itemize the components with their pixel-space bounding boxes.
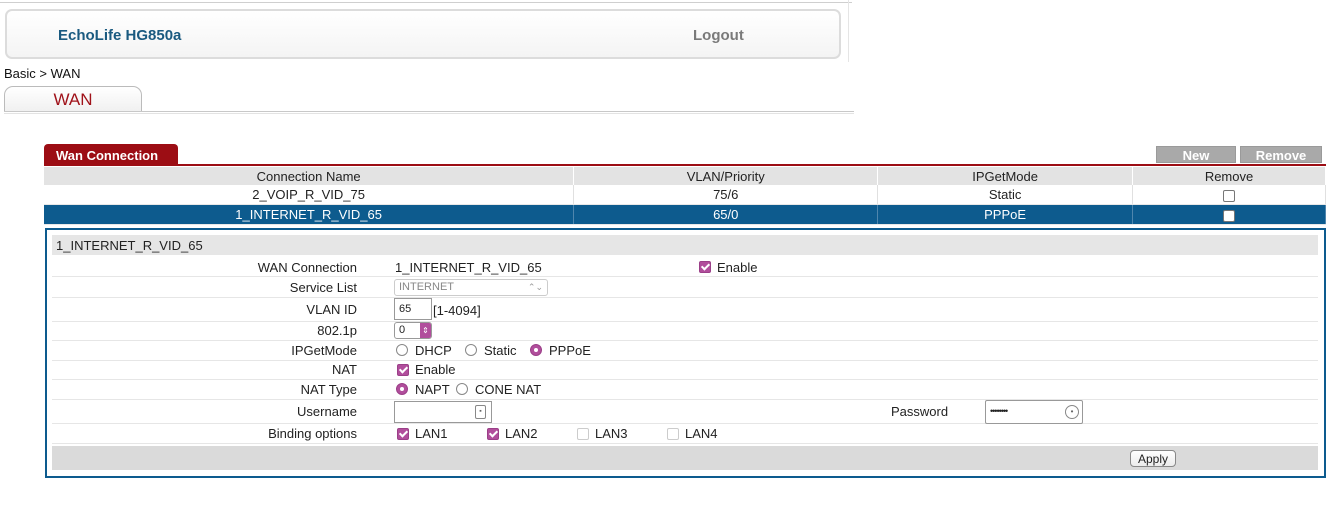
- lan2-label: LAN2: [505, 426, 538, 441]
- detail-footer-bar: [52, 446, 1318, 470]
- static-radio[interactable]: [465, 344, 477, 356]
- binding-label: Binding options: [268, 426, 357, 441]
- logout-link[interactable]: Logout: [693, 27, 744, 44]
- remove-cell: [1132, 185, 1326, 205]
- lan1-checkbox[interactable]: [397, 428, 409, 440]
- pppoe-radio[interactable]: [530, 344, 542, 356]
- breadcrumb: Basic > WAN: [4, 66, 81, 81]
- username-input[interactable]: [394, 401, 492, 423]
- vlan-id-label: VLAN ID: [306, 302, 357, 317]
- vlan-range-hint: [1-4094]: [433, 303, 481, 318]
- col-ipgetmode: IPGetMode: [877, 167, 1134, 185]
- lan1-label: LAN1: [415, 426, 448, 441]
- pppoe-label: PPPoE: [549, 343, 591, 358]
- service-list-label: Service List: [289, 280, 357, 295]
- detail-title: 1_INTERNET_R_VID_65: [52, 235, 1318, 255]
- col-remove: Remove: [1132, 167, 1326, 185]
- static-label: Static: [484, 343, 517, 358]
- remove-checkbox[interactable]: [1223, 209, 1236, 222]
- key-icon: •: [1065, 405, 1079, 419]
- napt-radio[interactable]: [396, 383, 408, 395]
- ip-get-mode: Static: [877, 185, 1134, 205]
- cone-nat-radio[interactable]: [456, 383, 468, 395]
- vlan-priority: 75/6: [573, 185, 879, 205]
- nat-type-label: NAT Type: [300, 382, 357, 397]
- wan-title-rule: [44, 164, 1326, 166]
- dot1p-select[interactable]: 0 ⇕: [394, 322, 432, 339]
- dhcp-radio[interactable]: [396, 344, 408, 356]
- wan-connection-value: 1_INTERNET_R_VID_65: [395, 260, 542, 275]
- nat-label: NAT: [331, 362, 357, 377]
- connection-name: 1_INTERNET_R_VID_65: [44, 204, 575, 225]
- row-credentials: Username ▪ Password •••••••• •: [52, 400, 1318, 424]
- row-nat-type: NAT Type NAPT CONE NAT: [52, 380, 1318, 400]
- lan2-checkbox[interactable]: [487, 428, 499, 440]
- col-connection-name: Connection Name: [44, 167, 575, 185]
- wan-connection-label: WAN Connection: [257, 260, 357, 275]
- enable-label: Enable: [717, 260, 758, 275]
- table-header: Connection Name VLAN/Priority IPGetMode …: [44, 167, 1326, 185]
- dot1p-label: 802.1p: [317, 323, 357, 338]
- napt-label: NAPT: [415, 382, 450, 397]
- chevron-updown-icon: ⇕: [420, 323, 431, 338]
- ipgetmode-label: IPGetMode: [291, 343, 357, 358]
- password-label: Password: [891, 404, 949, 419]
- cone-nat-label: CONE NAT: [475, 382, 542, 397]
- wan-connection-title: Wan Connection: [44, 144, 178, 165]
- lan3-label: LAN3: [595, 426, 628, 441]
- service-list-select[interactable]: INTERNET ⌃⌄: [394, 279, 548, 296]
- top-rule: [0, 2, 852, 3]
- row-8021p: 802.1p 0 ⇕: [52, 322, 1318, 341]
- row-binding: Binding options LAN1 LAN2 LAN3 LAN4: [52, 424, 1318, 444]
- row-ipgetmode: IPGetMode DHCP Static PPPoE: [52, 341, 1318, 361]
- lan3-checkbox[interactable]: [577, 428, 589, 440]
- row-vlan-id: VLAN ID 65 [1-4094]: [52, 298, 1318, 322]
- service-list-value: INTERNET: [399, 281, 454, 293]
- tab-wan[interactable]: WAN: [4, 86, 142, 112]
- tab-underline: [4, 111, 854, 114]
- new-button[interactable]: New: [1156, 146, 1236, 163]
- dot1p-value: 0: [399, 324, 406, 336]
- nat-enable-checkbox[interactable]: [397, 364, 409, 376]
- apply-button[interactable]: Apply: [1130, 450, 1176, 467]
- username-label: Username: [297, 404, 357, 419]
- table-row[interactable]: 2_VOIP_R_VID_75 75/6 Static: [44, 185, 1326, 205]
- row-service-list: Service List INTERNET ⌃⌄: [52, 277, 1318, 298]
- lan4-checkbox[interactable]: [667, 428, 679, 440]
- remove-cell: [1132, 204, 1326, 225]
- chevron-updown-icon: ⌃⌄: [527, 282, 543, 292]
- connection-detail-panel: [45, 228, 1326, 478]
- contact-card-icon: ▪: [475, 405, 486, 419]
- vlan-id-input[interactable]: 65: [394, 298, 432, 320]
- wan-connection-table: Connection Name VLAN/Priority IPGetMode …: [44, 167, 1326, 225]
- nat-enable-label: Enable: [415, 362, 456, 377]
- row-wan-connection: WAN Connection 1_INTERNET_R_VID_65 Enabl…: [52, 256, 1318, 277]
- col-vlan-priority: VLAN/Priority: [573, 167, 879, 185]
- remove-button[interactable]: Remove: [1240, 146, 1322, 163]
- ip-get-mode: PPPoE: [877, 204, 1134, 225]
- header-divider: [848, 0, 853, 62]
- table-row-selected[interactable]: 1_INTERNET_R_VID_65 65/0 PPPoE: [44, 204, 1326, 225]
- vlan-priority: 65/0: [573, 204, 879, 225]
- enable-checkbox[interactable]: [699, 261, 711, 273]
- brand-title: EchoLife HG850a: [58, 27, 182, 44]
- dhcp-label: DHCP: [415, 343, 452, 358]
- lan4-label: LAN4: [685, 426, 718, 441]
- remove-checkbox[interactable]: [1223, 189, 1236, 202]
- connection-name: 2_VOIP_R_VID_75: [44, 185, 575, 205]
- header-bar: [5, 9, 841, 59]
- row-nat: NAT Enable: [52, 361, 1318, 380]
